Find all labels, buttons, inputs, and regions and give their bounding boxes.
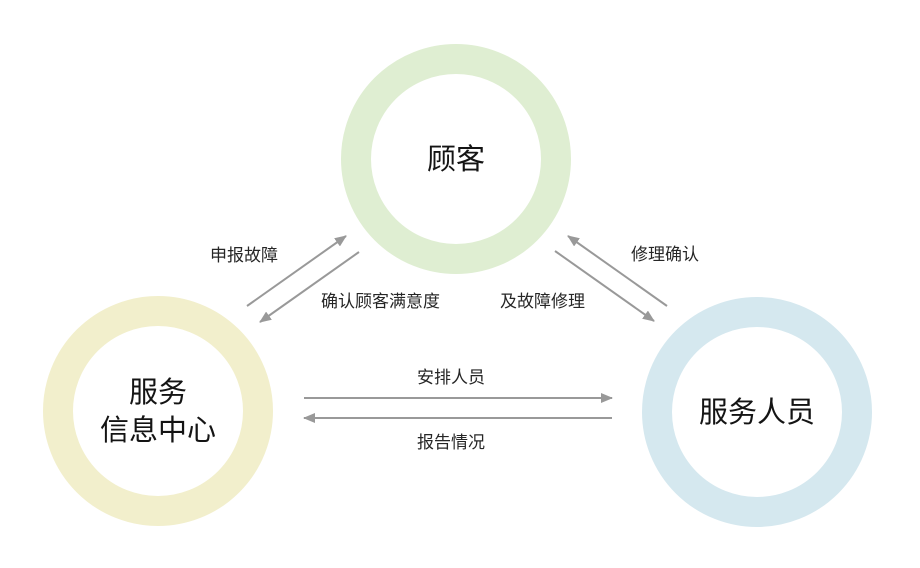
edge-label-assign-staff: 安排人员 (417, 368, 485, 388)
node-service-staff: 服务人员 (642, 297, 872, 527)
arrow-repair-confirm (567, 235, 668, 307)
edge-label-repair-confirm: 修理确认 (631, 245, 699, 265)
node-service-center: 服务 信息中心 (43, 296, 273, 526)
node-service-center-line1: 服务 (128, 375, 187, 409)
arrow-fault-repair (554, 250, 655, 322)
edge-label-fault-repair: 及故障修理 (500, 292, 585, 312)
edge-label-report-status: 报告情况 (417, 433, 485, 453)
node-service-center-label: 服务 信息中心 (100, 373, 216, 449)
node-customer-label: 顾客 (426, 142, 485, 176)
edge-label-confirm-satisfaction: 确认顾客满意度 (321, 292, 440, 312)
edge-label-report-fault: 申报故障 (210, 246, 278, 266)
arrow-report-fault (246, 235, 347, 307)
node-customer: 顾客 (341, 44, 571, 274)
arrow-confirm-satisfaction (259, 251, 360, 323)
node-service-center-line2: 信息中心 (99, 413, 216, 447)
node-service-staff-label: 服务人员 (698, 395, 815, 429)
